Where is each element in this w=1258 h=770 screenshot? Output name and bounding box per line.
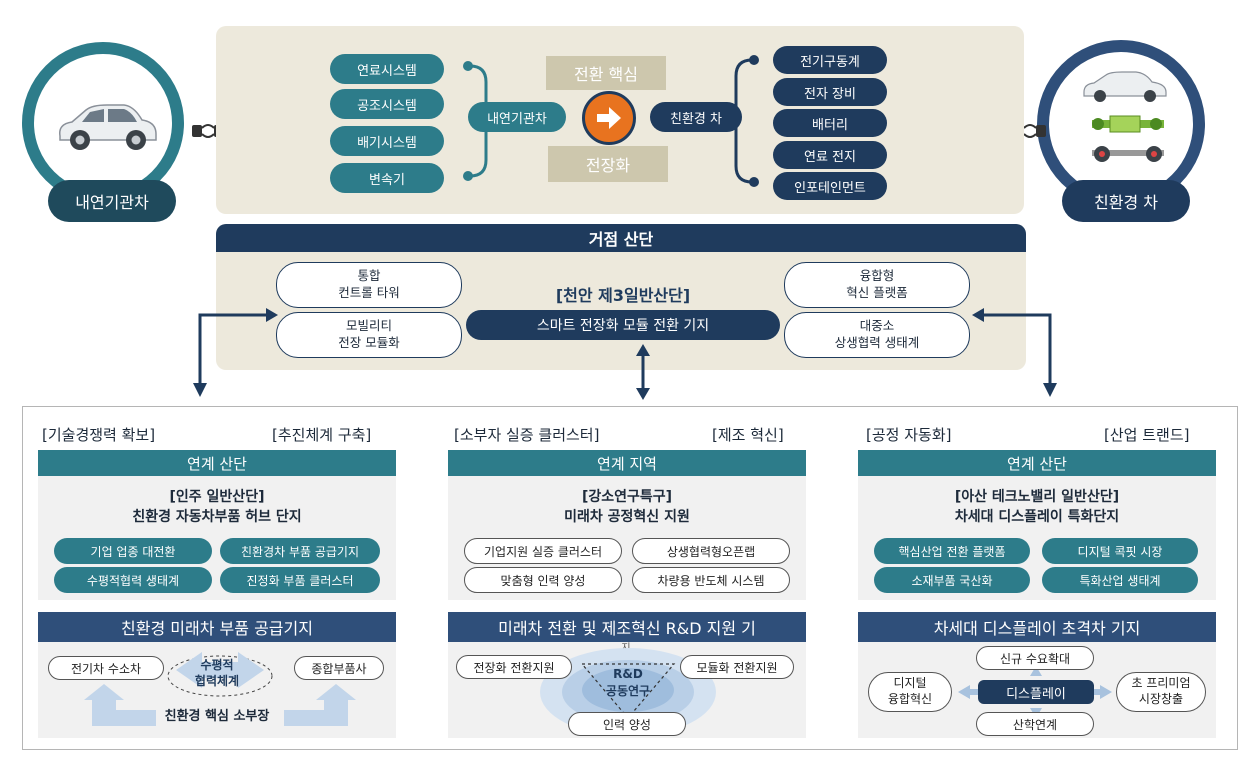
hub-center-title: [천안 제3일반산단] bbox=[555, 286, 691, 305]
col2-right-node: 모듈화 전환지원 bbox=[680, 655, 794, 679]
center-double-arrow bbox=[636, 344, 650, 400]
hub-title-bar: 거점 산단 bbox=[216, 224, 1026, 252]
col2-pill-2: 상생협력형오픈랩 bbox=[632, 538, 790, 564]
col1-tag-right: [추진체계 구축] bbox=[272, 426, 372, 444]
ice-center-pill: 내연기관차 bbox=[468, 102, 566, 132]
col1-pill-1: 기업 업종 대전환 bbox=[54, 538, 212, 564]
col3-bottom-header: 차세대 디스플레이 초격차 기지 bbox=[858, 612, 1216, 642]
col3-tag-left: [공정 자동화] bbox=[866, 426, 952, 444]
hub-center-sub: 스마트 전장화 모듈 전환 기지 bbox=[466, 310, 780, 340]
battery-icon bbox=[1092, 115, 1164, 133]
col2-title2: 미래차 공정혁신 지원 bbox=[564, 509, 690, 525]
col3-pill-2: 디지털 콕핏 시장 bbox=[1042, 538, 1198, 564]
col2-pill-1: 기업지원 실증 클러스터 bbox=[464, 538, 622, 564]
col1-header: 연계 산단 bbox=[38, 450, 396, 476]
eco-item-motor: 전기구동계 bbox=[773, 46, 887, 74]
col3-cross-arrows bbox=[958, 666, 1112, 718]
eco-item-battery: 배터리 bbox=[773, 109, 887, 137]
col2-center-1: R&D bbox=[613, 667, 643, 681]
core-label-bottom: 전장화 bbox=[548, 146, 668, 182]
col3-bottom-node: 산학연계 bbox=[976, 712, 1094, 736]
col2-title1: [강소연구특구] bbox=[581, 489, 673, 505]
col1-pill-2: 친환경차 부품 공급기지 bbox=[220, 538, 380, 564]
col1-title2: 친환경 자동차부품 허브 단지 bbox=[132, 509, 302, 525]
col2-bottom-node: 인력 양성 bbox=[568, 712, 686, 736]
right-elbow-arrow bbox=[972, 308, 1057, 397]
ice-item-exhaust: 배기시스템 bbox=[330, 126, 444, 156]
eco-item-fuelcell: 연료 전지 bbox=[773, 141, 887, 169]
col3-pill-4: 특화산업 생태계 bbox=[1042, 567, 1198, 593]
ice-item-hvac: 공조시스템 bbox=[330, 89, 444, 119]
ice-car-icon bbox=[59, 104, 157, 150]
col3-title2: 차세대 디스플레이 특화단지 bbox=[954, 509, 1120, 525]
right-bracket bbox=[734, 55, 759, 187]
col3-pill-3: 소재부품 국산화 bbox=[874, 567, 1030, 593]
col1-footer: 친환경 핵심 소부장 bbox=[164, 708, 270, 724]
core-label-top: 전환 핵심 bbox=[546, 56, 666, 90]
col2-tag-right: [제조 혁신] bbox=[712, 426, 784, 444]
eco-item-electronics: 전자 장비 bbox=[773, 78, 887, 106]
eco-center-pill: 친환경 차 bbox=[650, 102, 742, 132]
col3-header: 연계 산단 bbox=[858, 450, 1216, 476]
left-elbow-arrow bbox=[193, 308, 278, 397]
col3-top-node: 신규 수요확대 bbox=[976, 646, 1094, 670]
col3-title1: [아산 테크노밸리 일반산단] bbox=[954, 489, 1120, 505]
col2-bottom-header-overflow: 지 bbox=[621, 642, 631, 654]
ice-car-label: 내연기관차 bbox=[48, 180, 176, 222]
col3-center: 디스플레이 bbox=[978, 680, 1094, 704]
col3-pill-1: 핵심산업 전환 플랫폼 bbox=[874, 538, 1030, 564]
right-arrow-icon bbox=[597, 107, 621, 129]
col1-pill-4: 진정화 부품 클러스터 bbox=[220, 567, 380, 593]
col3-tag-right: [산업 트랜드] bbox=[1104, 426, 1190, 444]
col1-bottom-header: 친환경 미래차 부품 공급기지 bbox=[38, 612, 396, 642]
col1-right-node: 종합부품사 bbox=[294, 656, 384, 680]
col2-tag-left: [소부자 실증 클러스터] bbox=[454, 426, 600, 444]
col1-center-2: 협력체계 bbox=[194, 673, 240, 688]
col2-pill-3: 맞춤형 인력 양성 bbox=[464, 567, 622, 593]
col2-bottom-header: 미래차 전환 및 제조혁신 R&D 지원 기 bbox=[448, 612, 806, 642]
ice-item-fuel: 연료시스템 bbox=[330, 54, 444, 84]
col2-left-node: 전장화 전환지원 bbox=[456, 655, 572, 679]
col2-header: 연계 지역 bbox=[448, 450, 806, 476]
col1-title1: [인주 일반산단] bbox=[169, 489, 265, 505]
col1-flow-graphic bbox=[84, 652, 356, 726]
col2-pill-4: 차량용 반도체 시스템 bbox=[632, 567, 790, 593]
col1-tag-left: [기술경쟁력 확보] bbox=[42, 426, 156, 444]
eco-item-infotainment: 인포테인먼트 bbox=[773, 172, 887, 200]
eco-car-icon bbox=[1083, 71, 1167, 102]
col2-center-2: 공동연구 bbox=[605, 683, 651, 698]
col1-left-node: 전기차 수소차 bbox=[48, 656, 164, 680]
col1-pill-3: 수평적협력 생태계 bbox=[54, 567, 212, 593]
ice-item-transmission: 변속기 bbox=[330, 163, 444, 193]
eco-car-label: 친환경 차 bbox=[1062, 180, 1190, 222]
chassis-icon bbox=[1092, 146, 1164, 162]
col1-center-1: 수평적 bbox=[200, 657, 234, 672]
